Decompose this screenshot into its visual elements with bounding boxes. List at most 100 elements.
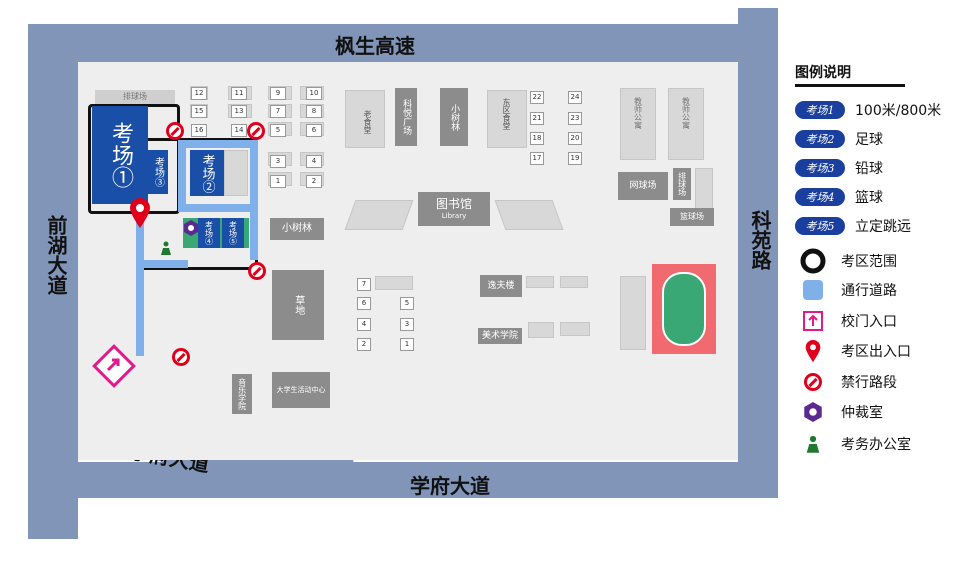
exam-office-icon[interactable] [158, 240, 174, 255]
no-entry-icon [247, 122, 265, 140]
basketball-court: 篮球场 [670, 208, 714, 226]
building-label: 18 [530, 132, 544, 145]
library-en-label: Library [441, 211, 467, 220]
block-7 [375, 276, 413, 290]
grass-area: 草地 [272, 270, 324, 340]
legend-text: 校门入口 [841, 314, 897, 330]
legend-item-2: 考场2 足球 [795, 129, 883, 149]
legend-title-underline [795, 84, 905, 87]
exam-area-4[interactable]: 考场④ [198, 218, 220, 248]
exam-area-5[interactable]: 考场⑤ [222, 218, 244, 248]
library-label: 图书馆 [435, 197, 472, 212]
building-label: 1 [270, 175, 286, 188]
legend-item-5: 考场5 立定跳远 [795, 216, 911, 236]
legend-pill: 考场1 [795, 101, 845, 119]
library: 图书馆 Library [418, 192, 490, 226]
art-annex [528, 322, 554, 338]
legend-text: 铅球 [855, 161, 883, 177]
east-canteen-label: 东区食堂 [502, 98, 511, 130]
building-label: 7 [357, 278, 371, 291]
legend-text: 足球 [855, 132, 883, 148]
building-label: 6 [357, 297, 371, 310]
building-label: 16 [191, 124, 207, 137]
art-annex-2 [560, 322, 590, 336]
legend-item-noentry: 禁行路段 [795, 372, 897, 392]
road-label-top: 枫生高速 [335, 34, 415, 58]
building-label: 3 [400, 318, 414, 331]
legend-item-gate: 校门入口 [795, 310, 897, 332]
building-label: 6 [306, 124, 322, 137]
road-label-left: 前湖大道 [44, 215, 68, 295]
tennis-court: 网球场 [618, 172, 668, 200]
old-canteen-label: 老食堂 [363, 110, 372, 134]
legend-item-1: 考场1 100米/800米 [795, 100, 941, 120]
referee-room-icon[interactable] [184, 220, 198, 236]
building-label: 1 [400, 338, 414, 351]
passage-road-h1 [136, 260, 188, 268]
exam-entrance-pin-icon[interactable] [130, 198, 150, 228]
building-label: 7 [270, 105, 286, 118]
basketball-area [695, 168, 713, 210]
exam-area-2[interactable]: 考场② [190, 150, 224, 196]
legend-pill: 考场5 [795, 217, 845, 235]
building-label: 2 [357, 338, 371, 351]
building-label: 12 [191, 87, 207, 100]
library-wing-right [494, 200, 564, 230]
legend-text: 仲裁室 [841, 405, 883, 421]
sports-field-top: 排球场 [95, 90, 175, 104]
legend-item-zone: 考区范围 [795, 248, 897, 274]
legend-text: 禁行路段 [841, 375, 897, 391]
road-top [28, 24, 778, 62]
referee-room-icon [804, 402, 822, 422]
legend-pill: 考场2 [795, 130, 845, 148]
road-right [738, 8, 778, 498]
passage-road-h3 [178, 204, 258, 212]
no-entry-icon [248, 262, 266, 280]
legend-pill: 考场4 [795, 188, 845, 206]
building-label: 23 [568, 112, 582, 125]
building-label: 4 [306, 155, 322, 168]
building-label: 20 [568, 132, 582, 145]
legend-item-4: 考场4 篮球 [795, 187, 883, 207]
building-label: 21 [530, 112, 544, 125]
legend-item-pin: 考区出入口 [795, 340, 911, 362]
legend-item-office: 考务办公室 [795, 434, 911, 454]
passage-road-v2 [178, 140, 186, 210]
road-label-bottom: 学府大道 [410, 474, 490, 498]
stand-left [620, 276, 646, 350]
legend-text: 篮球 [855, 190, 883, 206]
legend-text: 通行道路 [841, 283, 897, 299]
building-label: 13 [231, 105, 247, 118]
campus-gate-icon[interactable] [92, 344, 136, 388]
legend-pill: 考场3 [795, 159, 845, 177]
building-label: 4 [357, 318, 371, 331]
yifu-building: 逸夫楼 [480, 275, 522, 297]
legend-text: 考区出入口 [841, 344, 911, 360]
legend-text: 立定跳远 [855, 219, 911, 235]
small-forest-mid: 小树林 [270, 218, 324, 240]
building-label: 9 [270, 87, 286, 100]
building-annex-2 [560, 276, 588, 288]
passage-road-icon [803, 280, 823, 300]
legend-item-referee: 仲裁室 [795, 402, 883, 422]
building-label: 10 [306, 87, 322, 100]
building-label: 5 [400, 297, 414, 310]
building-label: 2 [306, 175, 322, 188]
building-label: 14 [231, 124, 247, 137]
library-wing-left [344, 200, 414, 230]
exam-entrance-pin-icon [805, 340, 821, 362]
building-label: 8 [306, 105, 322, 118]
no-entry-icon [166, 122, 184, 140]
no-entry-icon [172, 348, 190, 366]
east-canteen [487, 90, 527, 148]
legend-text: 考区范围 [841, 254, 897, 270]
exam-area-1[interactable]: 考场① [92, 106, 148, 204]
building-label: 17 [530, 152, 544, 165]
exam-area-2-annex [224, 150, 248, 196]
exam-area-3[interactable]: 考场③ [148, 150, 168, 194]
volleyball-court: 排球场 [673, 168, 691, 200]
passage-road-v1 [136, 210, 144, 356]
small-forest-top: 小树林 [440, 88, 468, 146]
legend-title: 图例说明 [795, 65, 851, 81]
road-bottom [78, 462, 778, 498]
